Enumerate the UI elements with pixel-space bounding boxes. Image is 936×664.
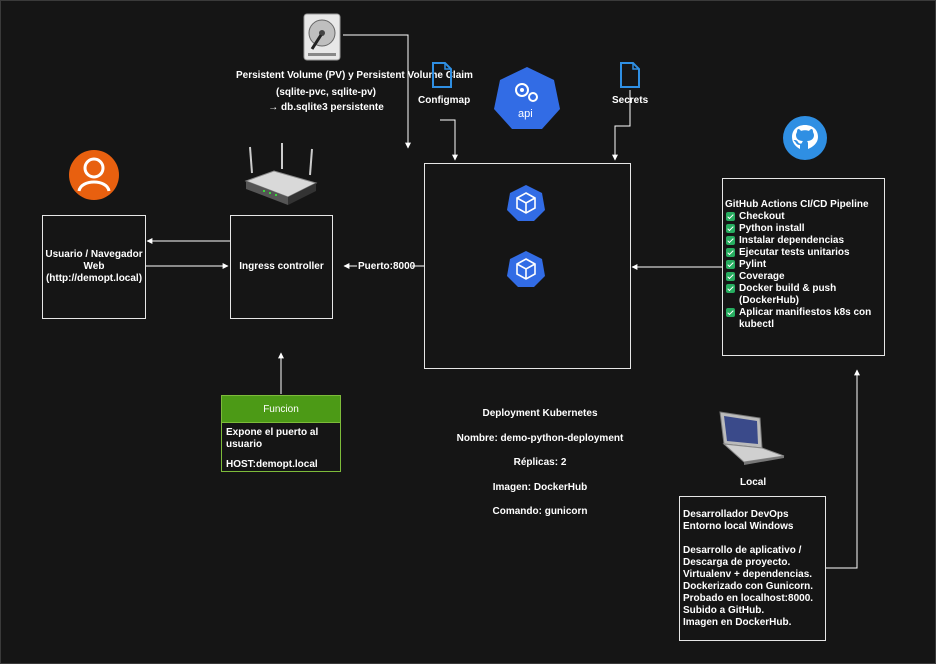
pipeline-step: Aplicar manifiestos k8s con kubectl — [739, 307, 872, 330]
dev-line8: Subido a GitHub. — [683, 605, 765, 616]
check-icon — [726, 236, 735, 245]
dev-arrow — [826, 369, 860, 569]
pipeline-step: Pylint — [739, 259, 767, 270]
pod-cube-icon — [507, 250, 545, 288]
function-line1: Expone el puerto al usuario — [226, 427, 319, 450]
user-box-line1: Usuario / Navegador — [45, 249, 143, 260]
deployment-command: Comando: gunicorn — [492, 506, 588, 518]
user-box-line3: (http://demopt.local) — [45, 273, 143, 284]
deployment-replicas: Réplicas: 2 — [513, 457, 567, 469]
check-icon — [726, 260, 735, 269]
pipeline-step: Checkout — [739, 211, 785, 222]
check-icon — [726, 212, 735, 221]
function-line2: HOST:demopt.local — [226, 459, 318, 470]
volume-line2: (sqlite-pvc, sqlite-pv) — [275, 87, 376, 98]
secrets-file-icon — [620, 62, 640, 88]
port-label: Puerto:8000 — [358, 261, 416, 272]
dev-line3: Desarrollo de aplicativo / — [683, 545, 802, 556]
dev-line2: Entorno local Windows — [683, 521, 794, 532]
deployment-title: Deployment Kubernetes — [482, 408, 598, 419]
check-icon — [726, 224, 735, 233]
user-icon — [68, 149, 120, 201]
deployment-info: Deployment Kubernetes Nombre: demo-pytho… — [440, 408, 640, 531]
user-box-line2: Web — [83, 261, 105, 272]
volume-line3: → db.sqlite3 persistente — [268, 102, 384, 113]
ingress-controller-box: Ingress controller — [230, 215, 333, 319]
github-icon — [782, 115, 828, 161]
ingress-label: Ingress controller — [239, 261, 324, 272]
configmap-file-icon — [432, 62, 452, 88]
pipeline-box: GitHub Actions CI/CD Pipeline Checkout P… — [722, 178, 885, 356]
function-title: Funcion — [222, 396, 340, 423]
dev-line4: Descarga de proyecto. — [683, 557, 791, 568]
dev-line5: Virtualenv + dependencias. — [683, 569, 813, 580]
router-icon — [244, 143, 318, 207]
kubernetes-api-icon — [494, 66, 560, 130]
pipeline-step: Docker build & push (DockerHub) — [739, 283, 837, 306]
deployment-name: Nombre: demo-python-deployment — [456, 432, 624, 444]
dev-line1: Desarrollador DevOps — [683, 509, 789, 520]
configmap-arrow — [440, 119, 458, 161]
pipeline-step: Coverage — [739, 271, 785, 282]
deployment-box — [424, 163, 631, 369]
check-icon — [726, 308, 735, 317]
pipeline-step: Python install — [739, 223, 805, 234]
check-icon — [726, 248, 735, 257]
check-icon — [726, 272, 735, 281]
function-box: Funcion Expone el puerto al usuario HOST… — [221, 395, 341, 472]
hdd-arrow — [343, 34, 411, 149]
secrets-arrow — [612, 90, 631, 161]
dev-line7: Probado en localhost:8000. — [683, 593, 814, 604]
check-icon — [726, 284, 735, 293]
deployment-image: Imagen: DockerHub — [492, 481, 588, 493]
dev-line9: Imagen en DockerHub. — [683, 617, 792, 628]
pipeline-step: Ejecutar tests unitarios — [739, 247, 850, 258]
local-label: Local — [740, 477, 767, 488]
hard-disk-icon — [303, 13, 341, 61]
pod-cube-icon — [507, 184, 545, 222]
pipeline-step: Instalar dependencias — [739, 235, 845, 246]
dev-line6: Dockerizado con Gunicorn. — [683, 581, 814, 592]
api-label: api — [518, 108, 533, 120]
developer-box: Desarrollador DevOps Entorno local Windo… — [679, 496, 826, 641]
volume-line1: Persistent Volume (PV) y Persistent Volu… — [236, 70, 473, 81]
laptop-icon — [716, 410, 786, 466]
pipeline-title: GitHub Actions CI/CD Pipeline — [725, 199, 869, 210]
user-browser-box: Usuario / Navegador Web (http://demopt.l… — [42, 215, 146, 319]
configmap-label: Configmap — [418, 95, 471, 106]
secrets-label: Secrets — [612, 95, 649, 106]
